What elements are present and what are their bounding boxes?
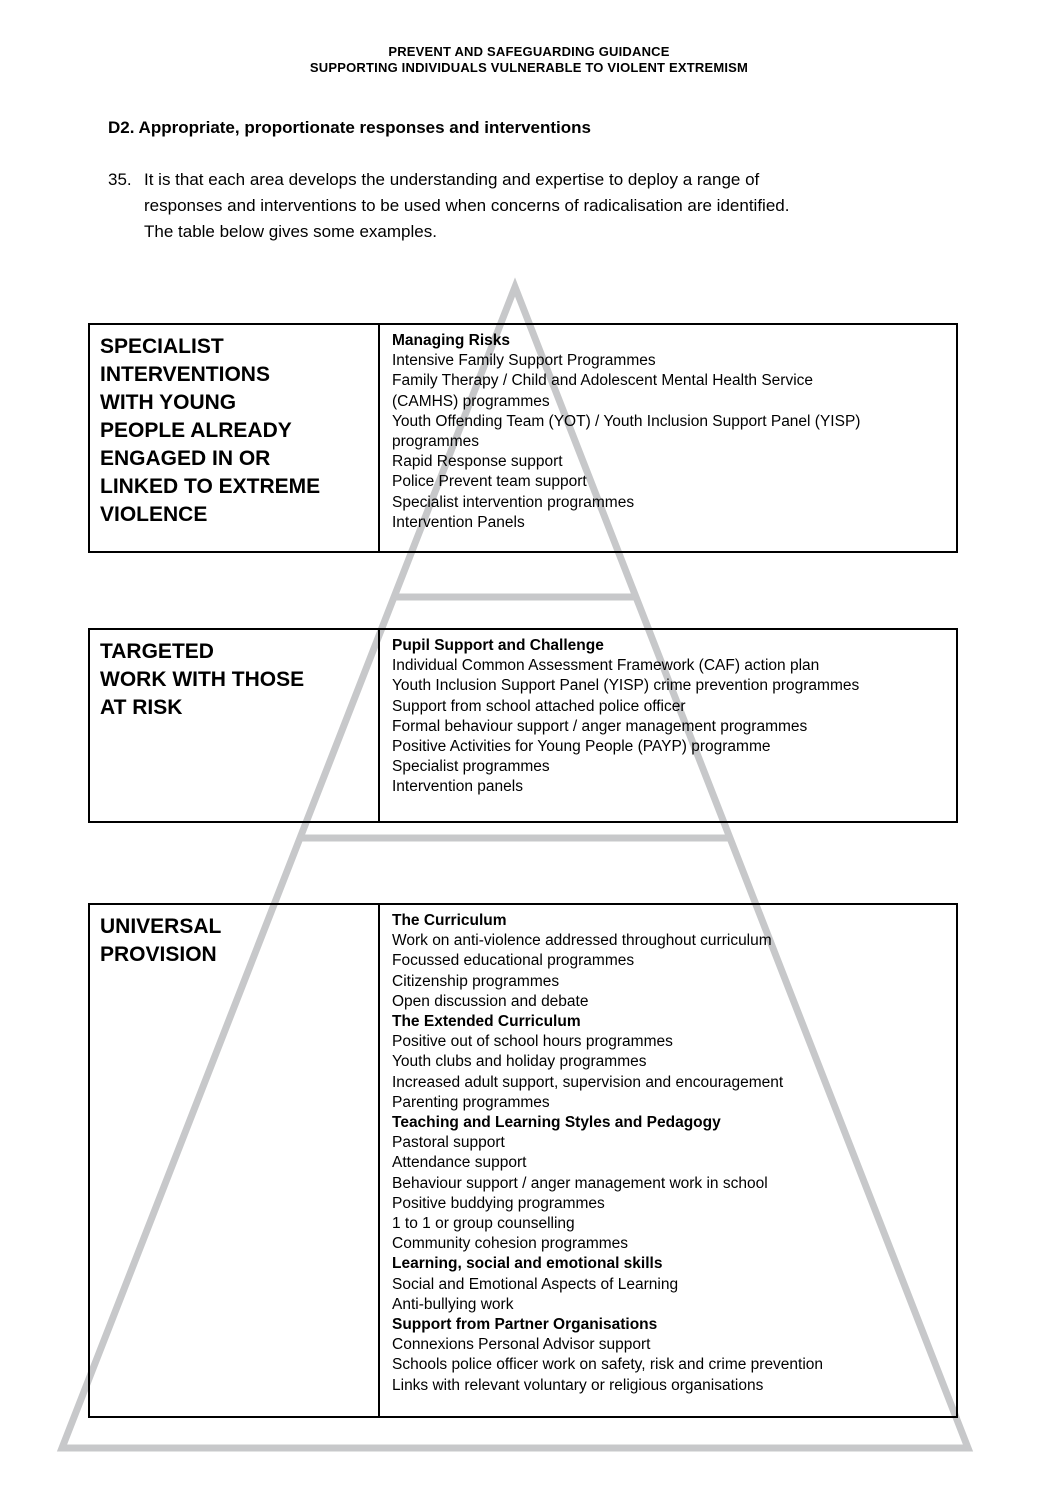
list-item: Youth Offending Team (YOT) / Youth Inclu…	[392, 412, 861, 451]
list-item: WORK WITH THOSE	[100, 668, 305, 691]
list-item: It is that each area develops the unders…	[144, 170, 760, 189]
list-item: WITH YOUNG	[100, 391, 237, 414]
list-item: Positive buddying programmes	[392, 1194, 605, 1212]
list-item: Attendance support	[392, 1154, 527, 1172]
list-item: INTERVENTIONS	[100, 363, 270, 386]
tier-targeted-work: TARGETED WORK WITH THOSE AT RISK Pupil Sup…	[88, 628, 958, 823]
list-item: Open discussion and debate	[392, 992, 589, 1010]
list-item: Connexions Personal Advisor support	[392, 1336, 651, 1354]
page-header-line-1: PREVENT AND SAFEGUARDING GUIDANCE	[388, 44, 670, 59]
list-item: Youth Inclusion Support Panel (YISP) cri…	[392, 677, 860, 695]
list-item: PROVISION	[100, 943, 217, 966]
list-item: Youth clubs and holiday programmes	[392, 1053, 647, 1071]
tier-label-universal: UNIVERSAL PROVISION	[90, 905, 380, 1416]
paragraph-text: It is that each area develops the unders…	[144, 167, 789, 245]
list-item: Increased adult support, supervision and…	[392, 1073, 784, 1091]
list-item: Parenting programmes	[392, 1093, 550, 1111]
list-item: Community cohesion programmes	[392, 1235, 629, 1253]
list-item: Support from school attached police offi…	[392, 697, 686, 715]
paragraph-number: 35.	[108, 170, 132, 189]
list-item: LINKED TO EXTREME	[100, 475, 321, 498]
list-item: 1 to 1 or group counselling	[392, 1215, 575, 1233]
list-item: Anti-bullying work	[392, 1295, 514, 1313]
list-item: Work on anti-violence addressed througho…	[392, 932, 772, 950]
tier-label-specialist: SPECIALIST INTERVENTIONS WITH YOUNG PEOPLE …	[90, 325, 380, 551]
list-item: Learning, social and emotional skills	[392, 1255, 663, 1273]
list-item: The Extended Curriculum	[392, 1013, 581, 1031]
list-item: Rapid Response support	[392, 453, 563, 471]
list-item: The Curriculum	[392, 912, 507, 929]
list-item: responses and interventions to be used w…	[144, 196, 790, 215]
list-item: Formal behaviour support / anger managem…	[392, 717, 808, 735]
list-item: Specialist programmes	[392, 758, 550, 776]
list-item: Social and Emotional Aspects of Learning	[392, 1275, 679, 1293]
tier-label-targeted: TARGETED WORK WITH THOSE AT RISK	[90, 630, 380, 821]
list-item: Police Prevent team support	[392, 473, 587, 491]
tier-specialist-interventions: SPECIALIST INTERVENTIONS WITH YOUNG PEOPLE …	[88, 323, 958, 553]
list-item: Teaching and Learning Styles and Pedagog…	[392, 1114, 721, 1132]
list-item: Positive Activities for Young People (PA…	[392, 738, 771, 756]
page-header-line-2: SUPPORTING INDIVIDUALS VULNERABLE TO VIO…	[309, 60, 749, 75]
list-item: Links with relevant voluntary or religio…	[392, 1376, 764, 1394]
list-item: Family Therapy / Child and Adolescent Me…	[392, 372, 814, 410]
list-item: Support from Partner Organisations	[392, 1316, 658, 1334]
list-item: Intervention Panels	[392, 513, 525, 531]
pyramid-triangle-outline	[56, 277, 974, 1452]
list-item: Intervention panels	[392, 778, 523, 796]
list-item: Specialist intervention programmes	[392, 493, 635, 511]
list-item: Intensive Family Support Programmes	[392, 352, 656, 370]
list-item: Managing Risks	[392, 332, 510, 349]
list-item: Focussed educational programmes	[392, 952, 635, 970]
list-item: Pupil Support and Challenge	[392, 637, 604, 654]
list-item: Schools police officer work on safety, r…	[392, 1356, 824, 1374]
list-item: UNIVERSAL	[100, 915, 222, 938]
list-item: PEOPLE ALREADY	[100, 419, 292, 442]
list-item: The table below gives some examples.	[144, 222, 437, 241]
list-item: SPECIALIST	[100, 335, 224, 358]
list-item: Pastoral support	[392, 1134, 505, 1152]
page-header: PREVENT AND SAFEGUARDING GUIDANCE SUPPOR…	[0, 44, 1058, 76]
list-item: Citizenship programmes	[392, 972, 560, 990]
list-item: AT RISK	[100, 696, 183, 719]
section-heading: D2. Appropriate, proportionate responses…	[108, 118, 591, 137]
list-item: TARGETED	[100, 640, 214, 663]
list-item: ENGAGED IN OR	[100, 447, 271, 470]
list-item: Behaviour support / anger management wor…	[392, 1174, 768, 1192]
list-item: Individual Common Assessment Framework (…	[392, 657, 820, 675]
paragraph-35: 35. It is that each area develops the un…	[108, 167, 988, 245]
list-item: Positive out of school hours programmes	[392, 1033, 673, 1051]
list-item: VIOLENCE	[100, 503, 208, 526]
